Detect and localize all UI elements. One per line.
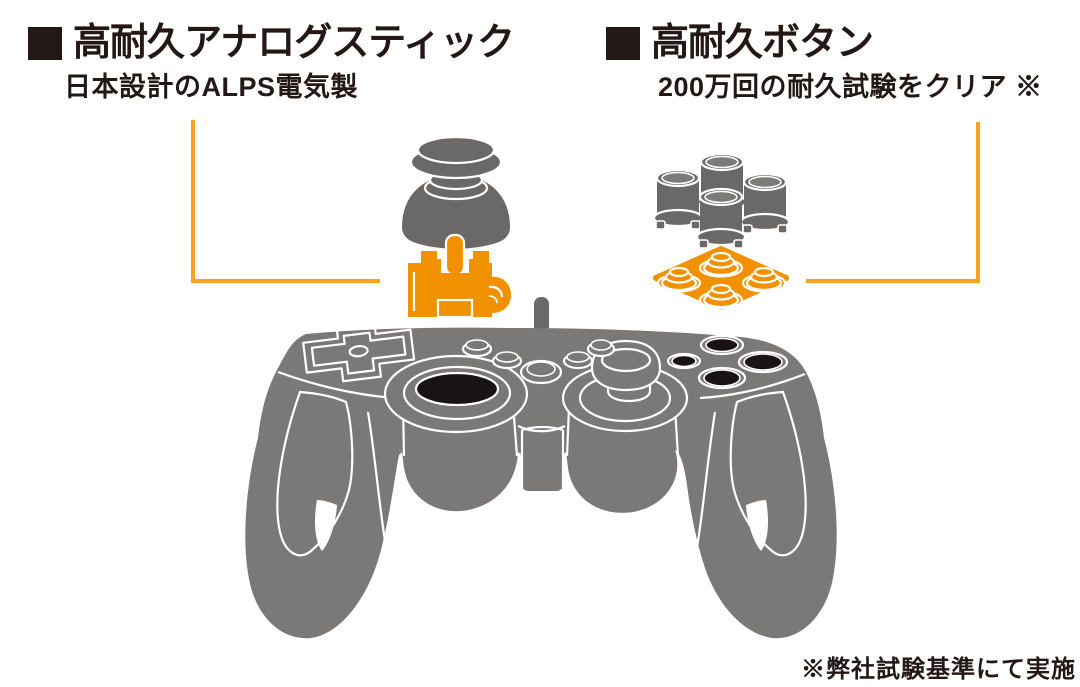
analog-stick-unit-icon: [408, 233, 511, 319]
analog-stick-cap-icon: [402, 135, 510, 249]
connector-line-left: [191, 120, 380, 283]
buttons-subtitle: 200万回の耐久試験をクリア ※: [658, 72, 1043, 102]
analog-stick-label: 高耐久アナログスティック 日本設計のALPS電気製: [28, 22, 515, 103]
buttons-title: 高耐久ボタン: [651, 22, 874, 64]
gamepad-dpad: [302, 323, 416, 383]
button-caps-icon: [652, 152, 791, 249]
connector-line-right: [806, 122, 980, 283]
right-analog-stick: [561, 339, 689, 433]
footnote: ※弊社試験基準にて実施: [801, 656, 1076, 683]
bullet-square-icon: [606, 26, 640, 60]
bullet-square-icon: [28, 26, 62, 60]
left-stick-socket: [383, 354, 529, 434]
gamepad-illustration: [245, 297, 837, 639]
face-button-sockets: [666, 334, 789, 390]
analog-stick-title: 高耐久アナログスティック: [73, 22, 515, 64]
buttons-label: 高耐久ボタン 200万回の耐久試験をクリア ※: [606, 24, 1043, 103]
center-buttons: [461, 339, 616, 385]
button-membrane-icon: [653, 246, 789, 310]
analog-stick-subtitle: 日本設計のALPS電気製: [64, 72, 359, 102]
